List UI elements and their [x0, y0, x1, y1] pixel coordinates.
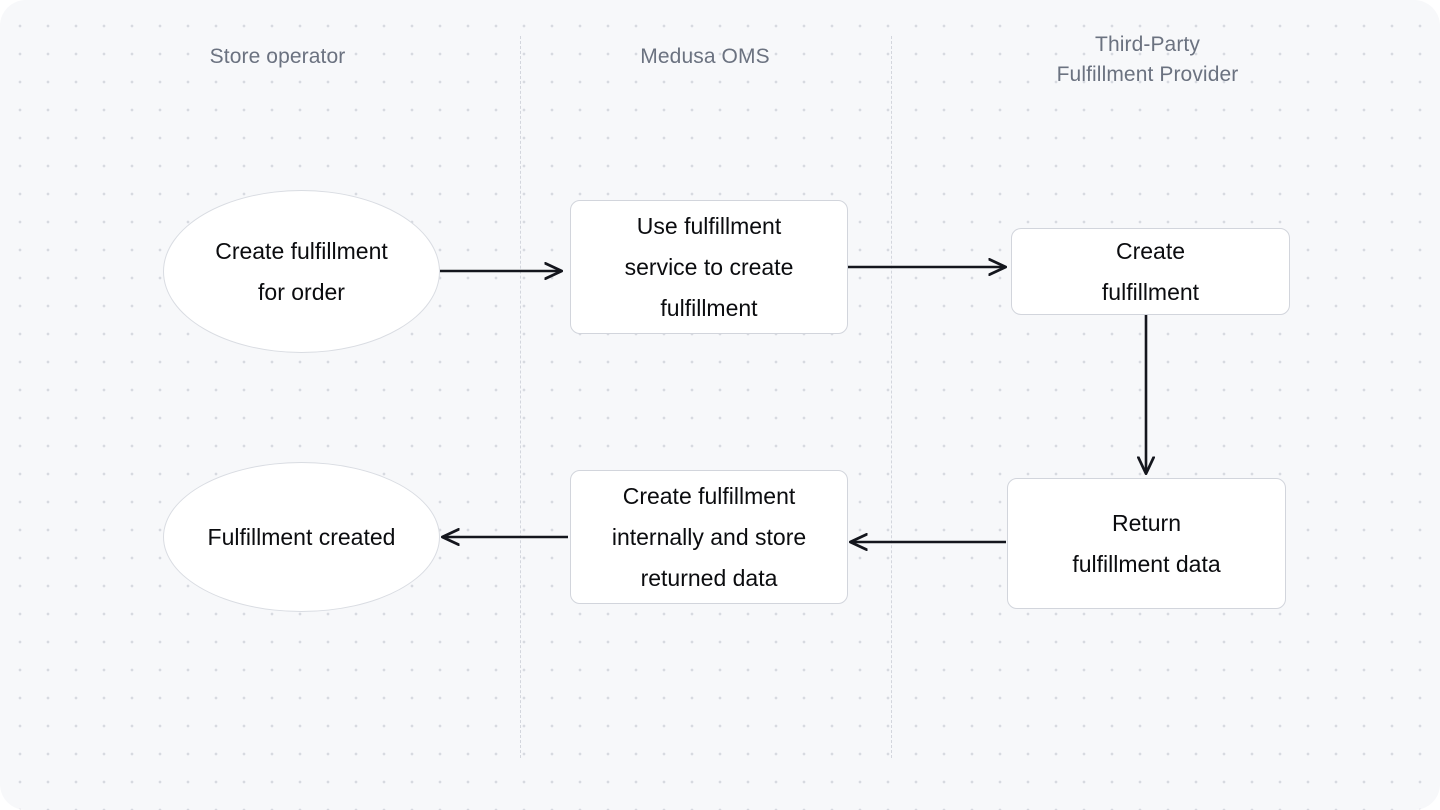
lane-divider-1 — [520, 36, 521, 758]
node-create-fulfillment[interactable]: Create fulfillment — [1011, 228, 1290, 315]
node-fulfillment-created[interactable]: Fulfillment created — [163, 462, 440, 612]
node-create-fulfillment-for-order[interactable]: Create fulfillment for order — [163, 190, 440, 353]
node-use-fulfillment-service-to-create-fulfillment[interactable]: Use fulfillment service to create fulfil… — [570, 200, 848, 334]
lane-label-store-operator: Store operator — [209, 45, 346, 68]
node-create-fulfillment-internally-and-store-returned-data[interactable]: Create fulfillment internally and store … — [570, 470, 848, 604]
lane-divider-2 — [891, 36, 892, 758]
lane-label-third-party-fulfillment-provider: Third-Party Fulfillment Provider — [1056, 33, 1239, 86]
node-return-fulfillment-data[interactable]: Return fulfillment data — [1007, 478, 1286, 609]
lane-label-medusa-oms: Medusa OMS — [640, 45, 770, 68]
